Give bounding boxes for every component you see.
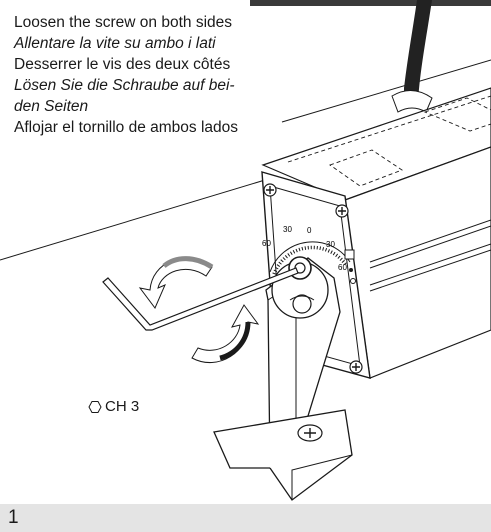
hex-key (102, 267, 299, 331)
dial-mark-3: 0 (307, 226, 312, 235)
cable-clamp (391, 90, 433, 113)
tool-size-label: CH 3 (88, 398, 139, 415)
side-fin-4 (369, 249, 491, 292)
power-cable (404, 0, 432, 102)
top-dashed-panel (287, 95, 491, 163)
hexagon-icon (88, 400, 102, 413)
tilt-dial: 60 30 0 30 60 (262, 225, 351, 275)
corner-screw-top-right (335, 204, 349, 218)
step-number: 1 (8, 507, 19, 528)
instruction-en: Loosen the screw on both sides (14, 14, 232, 31)
instruction-de-line2: den Seiten (14, 98, 89, 115)
side-fin-1 (369, 219, 491, 263)
dial-mark-1: 60 (262, 239, 271, 248)
instruction-fr: Desserrer le vis des deux côtés (14, 56, 231, 73)
dial-mark-5: 60 (338, 263, 347, 272)
header-strip (250, 0, 491, 6)
side-fin-2 (369, 225, 491, 269)
corner-screw-bottom-right (349, 360, 363, 374)
dial-mark-2: 30 (283, 225, 292, 234)
step-number-bar: 1 (0, 504, 491, 532)
tool-size-text: CH 3 (105, 398, 140, 415)
top-dashed-square-2 (423, 97, 491, 132)
corner-screw-top-left (263, 183, 277, 197)
rotation-arrow-upper (138, 256, 214, 309)
surface-line-top-right (281, 59, 491, 123)
dial-mark-4: 30 (326, 240, 335, 249)
instruction-es: Aflojar el tornillo de ambos lados (14, 119, 239, 136)
top-dashed-square-1 (329, 149, 403, 187)
lock-symbol (344, 249, 356, 284)
instruction-it: Allentare la vite su ambo i lati (14, 35, 216, 52)
surface-line-top (0, 179, 266, 261)
side-fin-3 (369, 243, 491, 286)
rotation-arrow-lower (191, 304, 260, 364)
instruction-de-line1: Lösen Sie die Schraube auf bei- (14, 77, 235, 94)
instruction-text: Loosen the screw on both sides Allentare… (14, 12, 284, 138)
